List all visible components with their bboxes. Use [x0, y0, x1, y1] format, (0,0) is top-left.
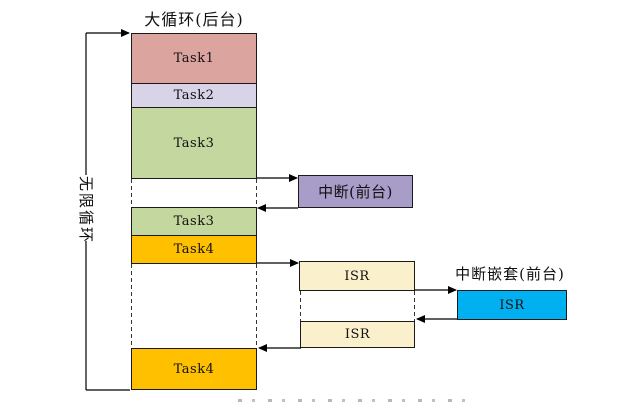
- main-loop-title: 大循环(后台): [144, 10, 244, 29]
- task4-resume-block: Task4: [131, 348, 257, 390]
- task3-block: Task3: [131, 107, 257, 179]
- cropped-caption-fragment: [238, 399, 478, 402]
- task2-block: Task2: [131, 83, 257, 108]
- infinite-loop-label: 无限循环: [77, 176, 95, 245]
- nested-interrupt-title: 中断嵌套(前台): [455, 265, 565, 283]
- task1-block: Task1: [131, 33, 257, 84]
- task4-block: Task4: [131, 235, 257, 264]
- interrupt-foreground-block: 中断(前台): [298, 175, 413, 208]
- isr-block-1: ISR: [299, 261, 415, 291]
- isr-block-2: ISR: [300, 321, 415, 348]
- task3-resume-block: Task3: [131, 207, 257, 236]
- nested-isr-block: ISR: [457, 290, 567, 320]
